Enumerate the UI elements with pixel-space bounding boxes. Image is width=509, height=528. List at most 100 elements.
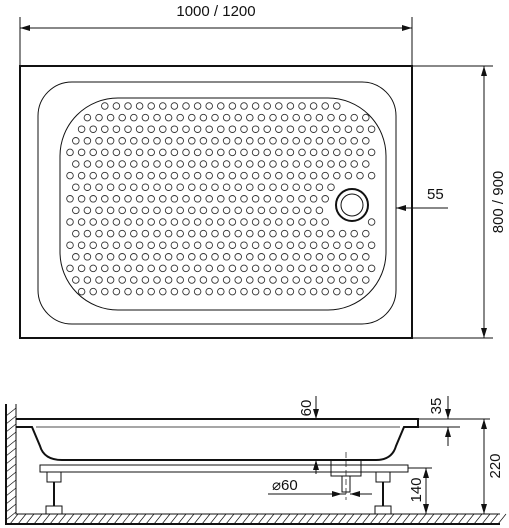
hatch-line	[410, 514, 418, 524]
anti-slip-dot	[252, 172, 259, 179]
anti-slip-dot	[90, 149, 97, 156]
anti-slip-dot	[368, 219, 375, 226]
anti-slip-dot	[345, 288, 352, 295]
wall-hatching	[6, 408, 506, 524]
width-arrow-left	[20, 25, 30, 31]
anti-slip-dot	[334, 172, 341, 179]
anti-slip-dot	[339, 277, 346, 284]
anti-slip-dot	[160, 126, 167, 133]
anti-slip-dot	[165, 114, 172, 121]
anti-slip-dot	[328, 253, 335, 260]
anti-slip-dot	[235, 161, 242, 168]
anti-slip-dot	[351, 138, 358, 145]
anti-slip-dot	[316, 184, 323, 191]
width-label: 1000 / 1200	[176, 3, 255, 20]
anti-slip-dot	[368, 126, 375, 133]
hatch-line	[474, 514, 482, 524]
anti-slip-dot	[200, 138, 207, 145]
anti-slip-dot	[84, 207, 91, 214]
anti-slip-dot	[177, 184, 184, 191]
hatch-line	[170, 514, 178, 524]
hatch-line	[458, 514, 466, 524]
anti-slip-dot	[84, 161, 91, 168]
anti-slip-dot	[258, 277, 265, 284]
anti-slip-dot	[276, 172, 283, 179]
anti-slip-dot	[223, 184, 230, 191]
anti-slip-dot	[299, 288, 306, 295]
hatch-line	[6, 464, 16, 472]
anti-slip-dot	[293, 277, 300, 284]
anti-slip-dot	[113, 103, 120, 110]
anti-slip-dot	[305, 161, 312, 168]
anti-slip-dot	[351, 253, 358, 260]
anti-slip-dot	[206, 288, 213, 295]
hatch-line	[6, 496, 16, 504]
anti-slip-dot	[247, 161, 254, 168]
width-arrow-right	[402, 25, 412, 31]
anti-slip-dot	[113, 196, 120, 203]
anti-slip-dot	[310, 172, 317, 179]
anti-slip-dot	[154, 230, 161, 237]
hatch-line	[154, 514, 162, 524]
anti-slip-dot	[218, 196, 225, 203]
anti-slip-dot	[113, 242, 120, 249]
anti-slip-dot	[119, 161, 126, 168]
anti-slip-dot	[310, 219, 317, 226]
anti-slip-dot	[165, 277, 172, 284]
support-frame	[40, 465, 408, 472]
anti-slip-dot	[136, 103, 143, 110]
anti-slip-dot	[299, 196, 306, 203]
anti-slip-dot	[247, 207, 254, 214]
anti-slip-dot	[125, 126, 132, 133]
anti-slip-dot	[142, 253, 149, 260]
hatch-line	[330, 514, 338, 524]
anti-slip-dot	[212, 230, 219, 237]
anti-slip-dot	[368, 265, 375, 272]
anti-slip-dot	[264, 126, 271, 133]
leg-left	[46, 472, 62, 514]
anti-slip-dot	[206, 149, 213, 156]
hatch-line	[466, 514, 474, 524]
drain-offset-arrow	[396, 205, 406, 211]
anti-slip-dot	[328, 184, 335, 191]
anti-slip-dot	[305, 207, 312, 214]
anti-slip-dot	[84, 114, 91, 121]
anti-slip-dot	[160, 196, 167, 203]
anti-slip-dot	[107, 277, 114, 284]
anti-slip-dot	[136, 242, 143, 249]
anti-slip-dot	[357, 149, 364, 156]
anti-slip-dot	[258, 184, 265, 191]
anti-slip-dot	[189, 184, 196, 191]
anti-slip-dot	[148, 196, 155, 203]
anti-slip-dot	[247, 277, 254, 284]
anti-slip-dot	[316, 253, 323, 260]
hatch-line	[418, 514, 426, 524]
total-height-label: 220	[487, 453, 504, 478]
anti-slip-dot	[223, 253, 230, 260]
anti-slip-dot	[189, 161, 196, 168]
anti-slip-dot	[287, 149, 294, 156]
anti-slip-dot	[252, 242, 259, 249]
anti-slip-dot	[136, 219, 143, 226]
hatch-line	[234, 514, 242, 524]
anti-slip-dot	[305, 184, 312, 191]
hatch-line	[218, 514, 226, 524]
anti-slip-dot	[136, 149, 143, 156]
anti-slip-dot	[189, 253, 196, 260]
anti-slip-dot	[142, 207, 149, 214]
anti-slip-dot	[281, 138, 288, 145]
anti-slip-dot	[281, 161, 288, 168]
anti-slip-dot	[223, 138, 230, 145]
anti-slip-dot	[177, 114, 184, 121]
anti-slip-dot	[334, 265, 341, 272]
hatch-line	[90, 514, 98, 524]
hatch-line	[378, 514, 386, 524]
anti-slip-dot	[305, 114, 312, 121]
hatch-line	[146, 514, 154, 524]
hatch-line	[394, 514, 402, 524]
anti-slip-dot	[183, 149, 190, 156]
hatch-line	[122, 514, 130, 524]
anti-slip-dot	[322, 172, 329, 179]
anti-slip-dot	[223, 161, 230, 168]
anti-slip-dot	[212, 138, 219, 145]
